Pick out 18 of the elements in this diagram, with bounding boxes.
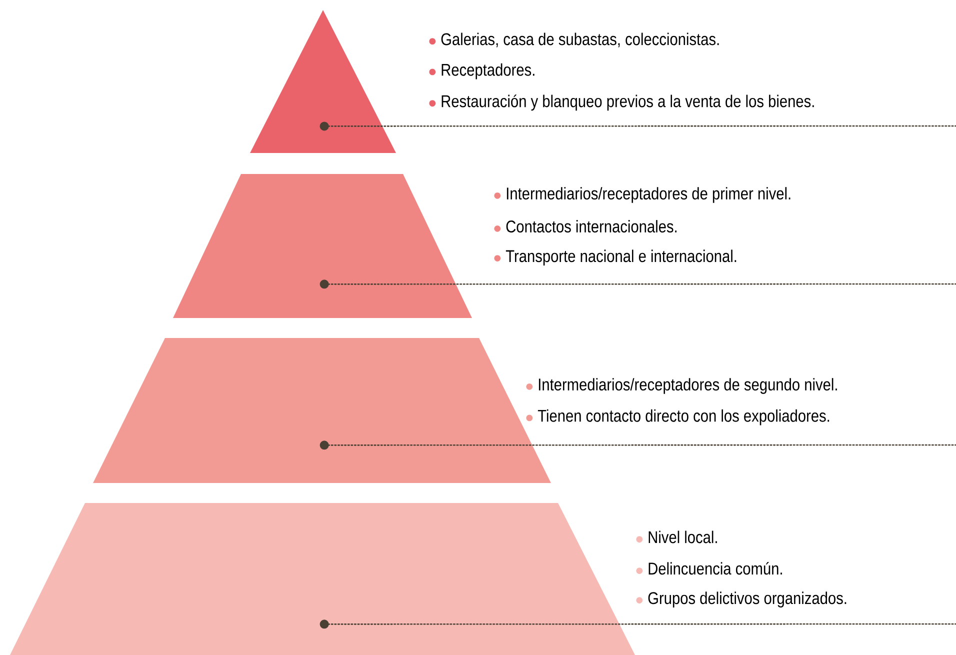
leader-line	[320, 620, 956, 629]
bullet-item: Transporte nacional e internacional.	[494, 250, 736, 266]
pyramid-tier	[250, 10, 396, 153]
leader-line	[320, 122, 956, 131]
bullet-item: Restauración y blanqueo previos a la venta de los bienes.	[429, 94, 814, 111]
bullet-item: Galerias, casa de subastas, coleccionistas.	[429, 32, 719, 48]
pyramid-tier	[173, 174, 472, 318]
bullet-item: Grupos delictivos organizados.	[636, 592, 846, 608]
bullet-item: Tienen contacto directo con los expoliadores.	[526, 409, 830, 426]
pyramid-tier	[10, 502, 635, 655]
bullet-item: Nivel local.	[636, 530, 717, 544]
leader-line	[320, 440, 956, 450]
bullet-item: Intermediarios/receptadores de primer nivel.	[494, 187, 790, 203]
leader-line	[320, 280, 956, 289]
bullet-item: Delincuencia común.	[636, 562, 782, 575]
bullet-item: Receptadores.	[429, 63, 534, 80]
bullet-item: Contactos internacionales.	[494, 220, 677, 233]
bullet-item: Intermediarios/receptadores de segundo nivel.	[526, 378, 837, 394]
